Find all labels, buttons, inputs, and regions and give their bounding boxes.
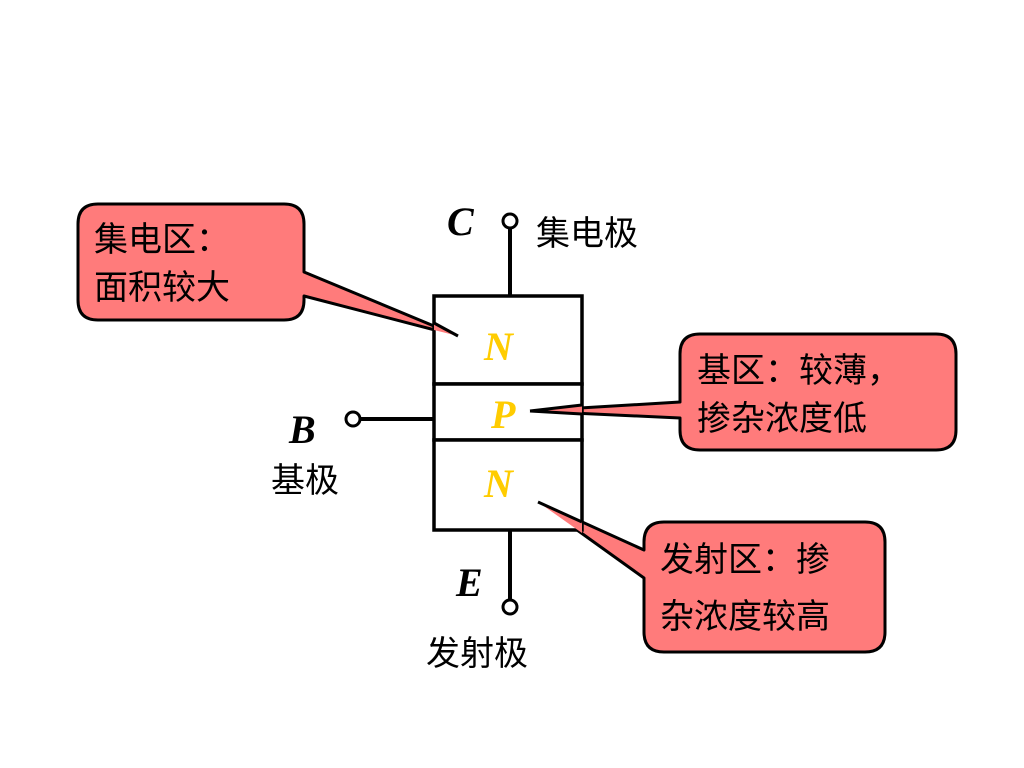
base-terminal-name: 基极 [271,461,339,501]
collector-region-letter: N [483,324,515,369]
base-pointer-edge-bottom [529,409,583,416]
emitter-terminal-name: 发射极 [426,634,528,674]
collector-callout-shape [76,202,460,338]
base-region-callout: 基区：较薄， 掺杂浓度低 [528,332,958,452]
emitter-terminal-circle [501,598,519,616]
emitter-callout-line-2: 杂浓度较高 [660,597,830,637]
collector-callout-line-1: 集电区： [94,220,230,260]
base-callout-shape [528,332,958,452]
collector-terminal-circle [501,212,519,230]
collector-terminal-letter: C [447,199,475,244]
base-region-letter: P [490,392,516,437]
base-terminal-circle [344,410,362,428]
emitter-region-callout: 发射区：掺 杂浓度较高 [536,500,887,654]
emitter-callout-line-1: 发射区：掺 [660,540,830,580]
emitter-callout-shape [536,500,887,654]
base-callout-line-2: 掺杂浓度低 [697,399,867,439]
base-callout-line-1: 基区：较薄， [697,351,901,391]
collector-terminal-name: 集电极 [536,214,638,254]
collector-region-callout: 集电区： 面积较大 [76,202,460,338]
emitter-region-letter: N [483,461,515,506]
emitter-pointer-edge [537,500,583,524]
emitter-pointer-tip [538,502,582,533]
collector-pointer-edge [433,321,459,338]
base-terminal-letter: B [288,407,316,452]
collector-callout-line-2: 面积较大 [94,268,230,308]
emitter-terminal-letter: E [455,560,483,605]
